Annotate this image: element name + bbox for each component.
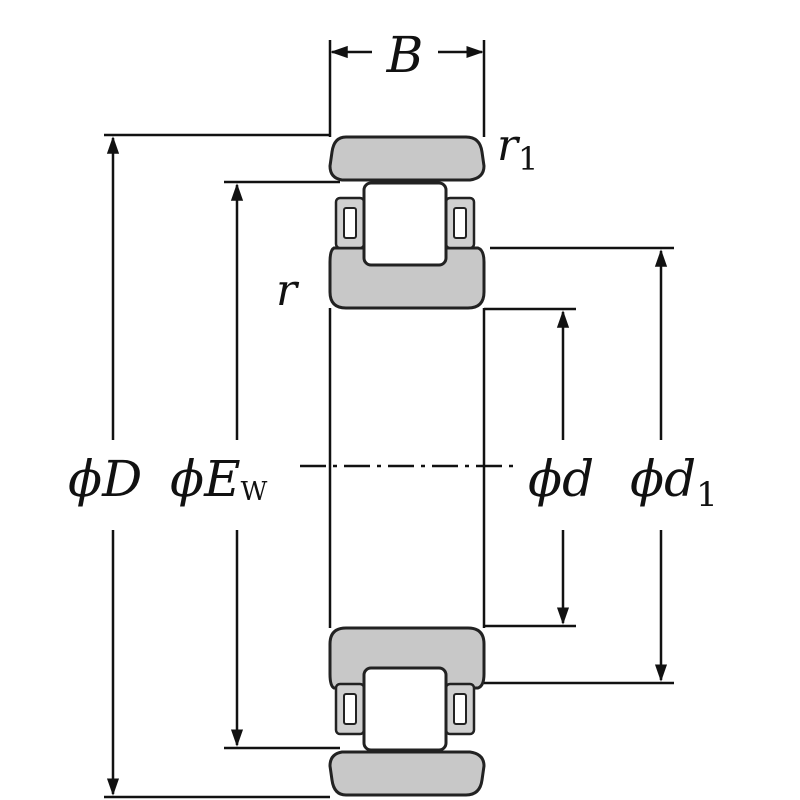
label-phiD: ϕD — [68, 450, 142, 508]
label-phiEw: ϕEW — [170, 450, 268, 508]
cage-right-bottom-slot — [453, 693, 467, 725]
cage-left-top-slot — [343, 207, 357, 239]
label-r1: r1 — [497, 120, 538, 178]
cage-left-bottom-slot — [343, 693, 357, 725]
label-B: B — [386, 26, 424, 84]
label-phid1: ϕd1 — [630, 450, 718, 515]
roller-bottom — [362, 666, 448, 752]
outer-ring-bottom — [328, 750, 486, 797]
cage-right-top-slot — [453, 207, 467, 239]
roller-top — [362, 181, 448, 267]
label-phid: ϕd — [528, 450, 594, 508]
label-r: r — [276, 265, 300, 316]
outer-ring-top — [328, 135, 486, 182]
